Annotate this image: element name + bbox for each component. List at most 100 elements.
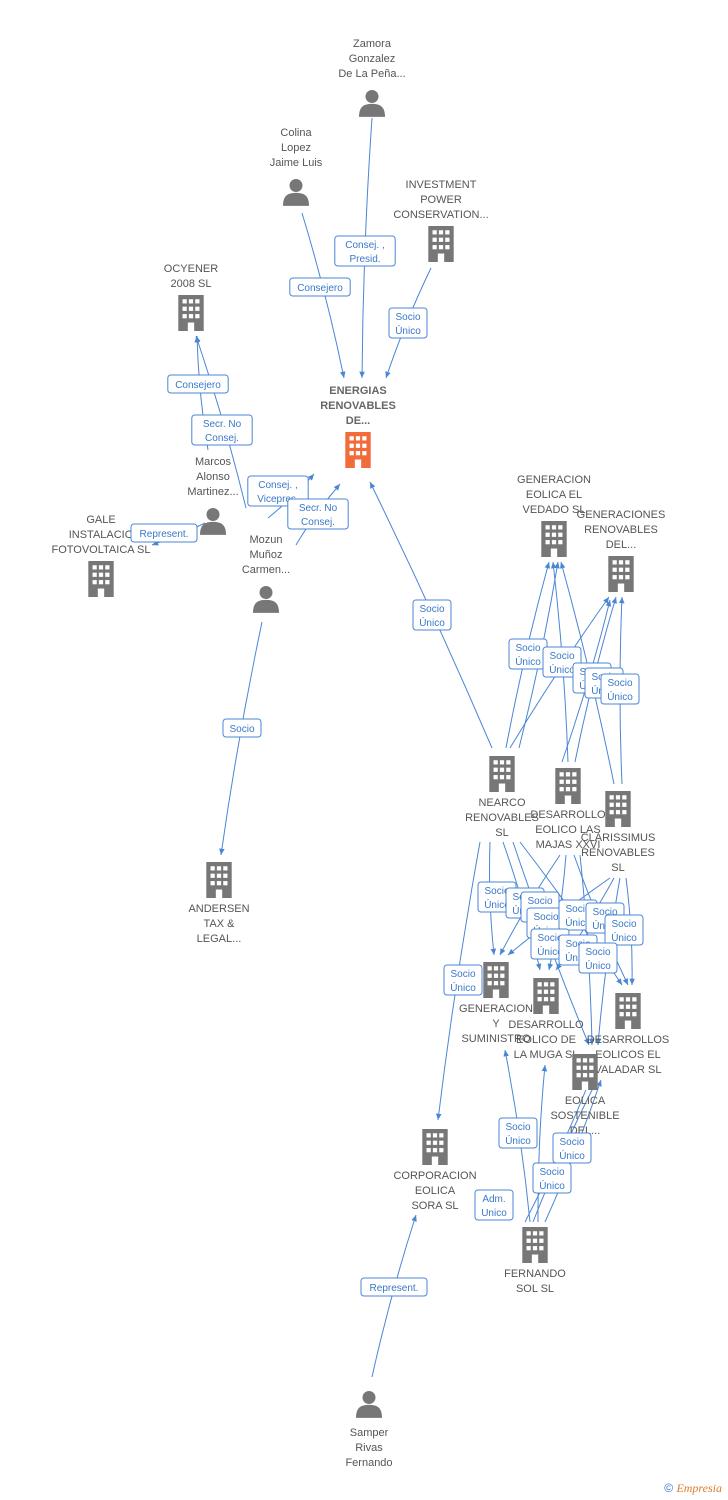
node-label-line: Fernando bbox=[345, 1457, 392, 1469]
node-label-line: MAJAS XXVI bbox=[536, 839, 601, 851]
relationship-label-text: Presid. bbox=[349, 254, 380, 265]
node-label-line: DEL... bbox=[606, 539, 637, 551]
relationship-label-text: Consej. bbox=[301, 517, 335, 528]
relationship-label-l2[interactable]: Consejero bbox=[289, 277, 351, 297]
relationship-label-text: Socio bbox=[537, 933, 562, 944]
relationship-label-l30[interactable]: Adm.Unico bbox=[474, 1189, 514, 1221]
node-label-line: Marcos bbox=[195, 456, 232, 468]
relationship-label-l31[interactable]: Represent. bbox=[360, 1277, 428, 1297]
relationship-label-text: Socio bbox=[592, 907, 617, 918]
node-label-line: GENERACIONES bbox=[577, 509, 666, 521]
person-icon bbox=[356, 1391, 382, 1418]
company-node-investment[interactable]: INVESTMENTPOWERCONSERVATION... bbox=[393, 179, 489, 262]
brand-footer[interactable]: © Empresia bbox=[664, 1481, 722, 1496]
relationship-label-text: Represent. bbox=[370, 1283, 419, 1294]
node-label-line: Alonso bbox=[196, 471, 230, 483]
company-node-gen-renov[interactable]: GENERACIONESRENOVABLESDEL... bbox=[577, 509, 666, 592]
node-label-line: SL bbox=[611, 862, 624, 874]
person-icon bbox=[253, 586, 279, 613]
building-icon bbox=[522, 1227, 548, 1263]
building-icon bbox=[541, 521, 567, 557]
node-label-line: FOTOVOLTAICA SL bbox=[51, 544, 150, 556]
relationship-label-box bbox=[334, 235, 396, 267]
node-label-line: Gonzalez bbox=[349, 53, 395, 65]
person-icon bbox=[200, 508, 226, 535]
building-icon bbox=[489, 756, 515, 792]
building-icon bbox=[572, 1054, 598, 1090]
edge-labels-layer: Consej. ,Presid.ConsejeroSocioÚnicoConse… bbox=[130, 235, 644, 1297]
node-label-line: FERNANDO bbox=[504, 1268, 566, 1280]
node-label-line: EOLICO LAS bbox=[535, 824, 600, 836]
node-label-line: SL bbox=[495, 827, 508, 839]
node-label-line: RENOVABLES bbox=[581, 847, 655, 859]
relationship-label-box bbox=[542, 646, 582, 678]
node-label-line: SOL SL bbox=[516, 1283, 554, 1295]
company-node-fernando-sol[interactable]: FERNANDO SOL SL bbox=[504, 1227, 566, 1295]
relationship-label-text: Único bbox=[419, 616, 445, 629]
relationship-label-l9[interactable]: Socio bbox=[222, 718, 262, 738]
building-icon bbox=[605, 791, 631, 827]
relationship-label-text: Vicepres. bbox=[257, 494, 299, 505]
relationship-label-text: Socio bbox=[229, 724, 254, 735]
relationship-label-text: Socio bbox=[533, 912, 558, 923]
relationship-label-text: Socio bbox=[559, 1137, 584, 1148]
node-label-line: OCYENER bbox=[164, 263, 218, 275]
node-label-line: Zamora bbox=[353, 38, 392, 50]
node-label-line: VALADAR SL bbox=[594, 1064, 661, 1076]
relationship-label-box bbox=[222, 718, 262, 738]
person-node-marcos[interactable]: MarcosAlonsoMartinez... bbox=[187, 456, 239, 535]
node-label-line: DESARROLLO bbox=[530, 809, 606, 821]
relationship-label-text: Único bbox=[395, 324, 421, 337]
relationship-label-l8[interactable]: Represent. bbox=[130, 523, 198, 543]
company-node-des-majas[interactable]: DESARROLLO EOLICO LAS MAJAS XXVI bbox=[530, 768, 606, 851]
relationship-label-l4[interactable]: Consejero bbox=[167, 374, 229, 394]
relationship-label-box bbox=[412, 599, 452, 631]
node-label-line: VEDADO SL bbox=[523, 504, 586, 516]
company-node-energias[interactable]: ENERGIASRENOVABLESDE... bbox=[320, 385, 396, 468]
node-label-line: SORA SL bbox=[411, 1200, 458, 1212]
building-icon bbox=[422, 1129, 448, 1165]
relationship-label-text: Socio bbox=[484, 886, 509, 897]
building-icon bbox=[428, 226, 454, 262]
building-icon bbox=[555, 768, 581, 804]
node-label-line: DESARROLLO bbox=[508, 1019, 584, 1031]
relationship-label-text: Socio bbox=[395, 312, 420, 323]
person-node-mozun[interactable]: MozunMuñozCarmen... bbox=[242, 534, 290, 613]
relationship-label-text: Único bbox=[585, 959, 611, 972]
relationship-label-text: Consej. , bbox=[258, 480, 297, 491]
relationship-label-l1[interactable]: Consej. ,Presid. bbox=[334, 235, 396, 267]
relationship-label-box bbox=[360, 1277, 428, 1297]
relationship-label-text: Único bbox=[484, 898, 510, 911]
relationship-label-box bbox=[287, 498, 349, 530]
node-label-line: Rivas bbox=[355, 1442, 383, 1454]
relationship-label-text: Secr. No bbox=[203, 419, 242, 430]
relationship-label-text: Adm. bbox=[482, 1194, 505, 1205]
node-label-line: EOLICO DE bbox=[516, 1034, 576, 1046]
